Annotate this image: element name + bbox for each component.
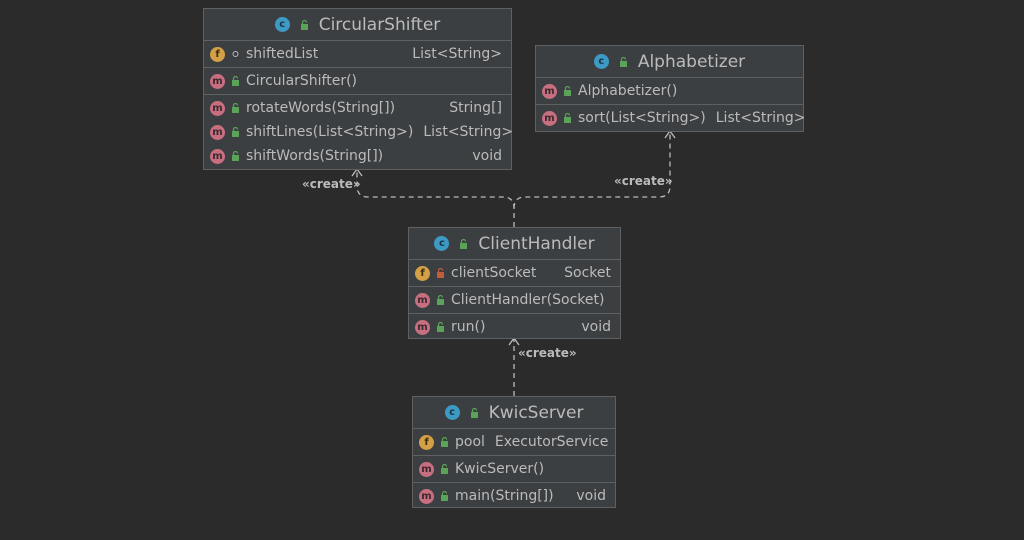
- method-name: rotateWords(String[]): [246, 100, 396, 116]
- public-lock-icon: [441, 437, 448, 447]
- field-row[interactable]: f pool ExecutorService: [413, 430, 615, 454]
- methods-section: m rotateWords(String[]) String[] m shift…: [204, 95, 514, 169]
- method-return-type: List<String>: [423, 124, 514, 140]
- class-icon: c: [274, 17, 290, 32]
- field-icon: f: [419, 434, 434, 450]
- public-lock-icon: [460, 238, 468, 249]
- constructors-section: m ClientHandler(Socket): [409, 287, 620, 314]
- method-row[interactable]: m rotateWords(String[]) String[]: [204, 96, 511, 120]
- method-icon: m: [415, 319, 430, 335]
- class-icon: c: [434, 236, 450, 251]
- public-lock-icon: [564, 113, 571, 123]
- constructors-section: m CircularShifter(): [204, 68, 511, 95]
- constructors-section: m Alphabetizer(): [536, 78, 803, 105]
- method-row[interactable]: m sort(List<String>) List<String>: [536, 106, 806, 130]
- package-private-icon: [232, 51, 239, 57]
- field-row[interactable]: f shiftedList List<String>: [204, 42, 511, 66]
- field-icon: f: [210, 46, 225, 62]
- class-header: c CircularShifter: [204, 9, 511, 41]
- static-method-icon: m: [419, 488, 434, 504]
- public-lock-icon: [300, 19, 308, 30]
- method-return-type: void: [472, 148, 502, 164]
- public-lock-icon: [619, 56, 627, 67]
- method-icon: m: [415, 292, 430, 308]
- class-header: c Alphabetizer: [536, 46, 803, 78]
- field-row[interactable]: f clientSocket Socket: [409, 261, 620, 285]
- constructor-name: Alphabetizer(): [578, 83, 678, 99]
- public-lock-icon: [470, 407, 478, 418]
- public-lock-icon: [232, 103, 239, 113]
- constructor-name: CircularShifter(): [246, 73, 358, 89]
- public-lock-icon: [232, 127, 239, 137]
- methods-section: m main(String[]) void: [413, 483, 615, 509]
- method-name: shiftLines(List<String>): [246, 124, 414, 140]
- method-name: main(String[]): [455, 488, 554, 504]
- fields-section: f pool ExecutorService: [413, 429, 615, 456]
- method-icon: m: [542, 110, 557, 126]
- constructor-row[interactable]: m CircularShifter(): [204, 69, 511, 93]
- public-lock-icon: [564, 86, 571, 96]
- method-return-type: List<String>: [715, 110, 806, 126]
- create-label-circularshifter: «create»: [302, 177, 361, 191]
- constructors-section: m KwicServer(): [413, 456, 615, 483]
- method-icon: m: [210, 124, 225, 140]
- method-return-type: void: [581, 319, 611, 335]
- method-icon: m: [210, 73, 225, 89]
- class-name: KwicServer: [488, 402, 584, 423]
- method-icon: m: [210, 148, 225, 164]
- method-return-type: String[]: [449, 100, 502, 116]
- constructor-name: ClientHandler(Socket): [451, 292, 605, 308]
- public-lock-icon: [232, 76, 239, 86]
- method-row[interactable]: m main(String[]) void: [413, 484, 615, 508]
- methods-section: m sort(List<String>) List<String>: [536, 105, 806, 131]
- public-lock-icon: [441, 491, 448, 501]
- class-kwicserver[interactable]: c KwicServer f pool ExecutorService m Kw…: [412, 396, 616, 508]
- fields-section: f shiftedList List<String>: [204, 41, 511, 68]
- public-lock-icon: [441, 464, 448, 474]
- method-icon: m: [210, 100, 225, 116]
- field-name: clientSocket: [451, 265, 537, 281]
- class-circularshifter[interactable]: c CircularShifter f shiftedList List<Str…: [203, 8, 514, 170]
- method-row[interactable]: m shiftWords(String[]) void: [204, 144, 511, 168]
- method-row[interactable]: m shiftLines(List<String>) List<String>: [204, 120, 514, 144]
- edge-clienthandler-to-circularshifter: [356, 170, 515, 227]
- class-header: c ClientHandler: [409, 228, 620, 260]
- method-row[interactable]: m run() void: [409, 315, 620, 339]
- field-type: ExecutorService: [494, 434, 609, 450]
- class-name: Alphabetizer: [637, 51, 746, 72]
- field-type: List<String>: [412, 46, 502, 62]
- fields-section: f clientSocket Socket: [409, 260, 620, 287]
- create-label-clienthandler: «create»: [518, 346, 577, 360]
- class-icon: c: [593, 54, 609, 69]
- method-name: sort(List<String>): [578, 110, 706, 126]
- method-icon: m: [419, 461, 434, 477]
- class-alphabetizer[interactable]: c Alphabetizer m Alphabetizer() m sort(L…: [535, 45, 806, 132]
- private-lock-icon: [437, 268, 444, 278]
- method-name: shiftWords(String[]): [246, 148, 384, 164]
- constructor-row[interactable]: m ClientHandler(Socket): [409, 288, 620, 312]
- method-name: run(): [451, 319, 486, 335]
- constructor-row[interactable]: m Alphabetizer(): [536, 79, 803, 103]
- field-type: Socket: [564, 265, 611, 281]
- field-name: shiftedList: [246, 46, 319, 62]
- class-header: c KwicServer: [413, 397, 615, 429]
- class-name: ClientHandler: [478, 233, 595, 254]
- final-field-icon: f: [415, 265, 430, 281]
- field-name: pool: [455, 434, 485, 450]
- class-clienthandler[interactable]: c ClientHandler f clientSocket Socket m …: [408, 227, 621, 339]
- public-lock-icon: [437, 295, 444, 305]
- constructor-name: KwicServer(): [455, 461, 545, 477]
- constructor-row[interactable]: m KwicServer(): [413, 457, 615, 481]
- create-label-alphabetizer: «create»: [614, 174, 673, 188]
- runnable-class-icon: c: [444, 405, 460, 420]
- methods-section: m run() void: [409, 314, 620, 340]
- public-lock-icon: [232, 151, 239, 161]
- class-name: CircularShifter: [318, 14, 441, 35]
- public-lock-icon: [437, 322, 444, 332]
- edge-clienthandler-to-alphabetizer: [513, 132, 671, 209]
- method-return-type: void: [576, 488, 606, 504]
- method-icon: m: [542, 83, 557, 99]
